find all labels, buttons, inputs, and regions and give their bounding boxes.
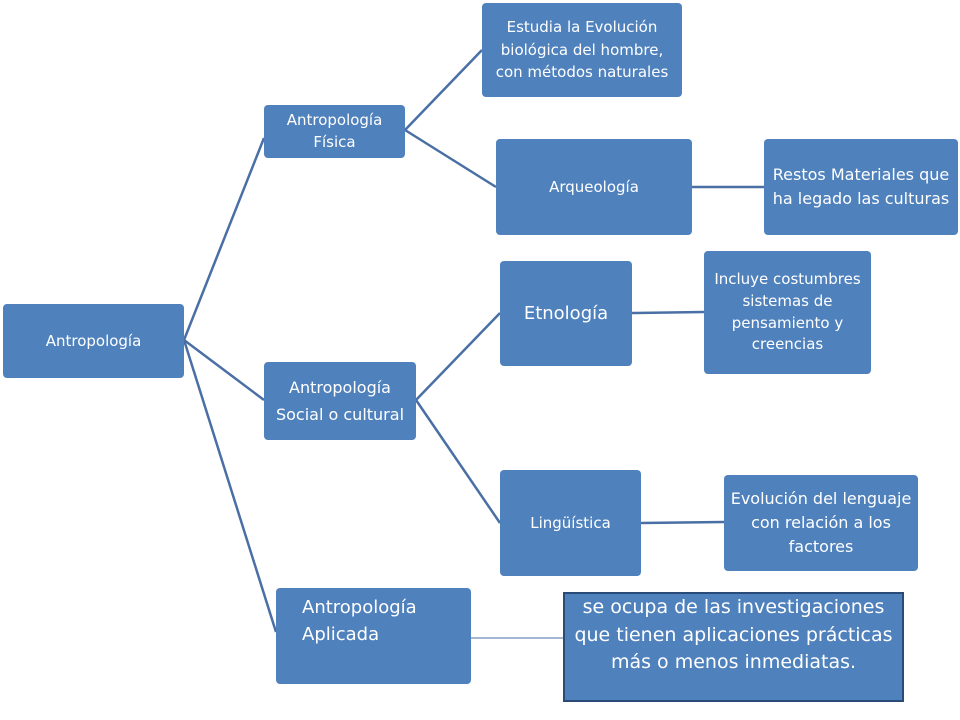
node-antropologia-aplicada-line2: Aplicada bbox=[302, 624, 380, 645]
connector-social-linguistica bbox=[414, 399, 502, 524]
node-arqueologia-description: Restos Materiales que ha legado las cult… bbox=[764, 139, 958, 235]
node-fisica-description-text: Estudia la Evolución biológica del hombr… bbox=[495, 18, 669, 82]
node-antropologia-social-line1: Antropología bbox=[289, 377, 391, 397]
node-fisica-description: Estudia la Evolución biológica del hombr… bbox=[482, 3, 682, 97]
node-linguistica-label: Lingüística bbox=[530, 513, 611, 532]
node-aplicada-description: se ocupa de las investigaciones que tien… bbox=[563, 592, 904, 702]
node-antropologia: Antropología bbox=[3, 304, 184, 378]
node-arqueologia-label: Arqueología bbox=[549, 177, 639, 196]
node-antropologia-social: Antropología Social o cultural bbox=[264, 362, 416, 440]
node-antropologia-fisica: Antropología Física bbox=[264, 105, 405, 158]
node-etnologia-description: Incluye costumbres sistemas de pensamien… bbox=[704, 251, 871, 374]
node-antropologia-fisica-label: Antropología Física bbox=[286, 110, 383, 151]
node-arqueologia: Arqueología bbox=[496, 139, 692, 235]
node-antropologia-aplicada: Antropología Aplicada bbox=[276, 588, 471, 684]
node-aplicada-description-text: se ocupa de las investigaciones que tien… bbox=[574, 596, 893, 674]
connector-social-etnologia bbox=[415, 312, 501, 401]
connector-root-social bbox=[183, 339, 265, 401]
node-arqueologia-description-text: Restos Materiales que ha legado las cult… bbox=[772, 165, 950, 208]
connector-root-fisica bbox=[182, 137, 266, 341]
connector-fisica-desc bbox=[404, 49, 483, 131]
connector-fisica-arqueologia bbox=[404, 128, 497, 189]
node-antropologia-social-line2: Social o cultural bbox=[275, 404, 405, 424]
node-linguistica: Lingüística bbox=[500, 470, 641, 576]
node-etnologia: Etnología bbox=[500, 261, 632, 366]
node-antropologia-label: Antropología bbox=[45, 331, 142, 350]
node-etnologia-description-text: Incluye costumbres sistemas de pensamien… bbox=[714, 270, 861, 354]
node-linguistica-description: Evolución del lenguaje con relación a lo… bbox=[724, 475, 918, 571]
connector-etnologia-desc bbox=[631, 310, 705, 315]
connector-linguistica-desc bbox=[640, 520, 725, 525]
connector-root-aplicada bbox=[182, 339, 278, 633]
node-etnologia-label: Etnología bbox=[523, 303, 609, 324]
node-linguistica-description-text: Evolución del lenguaje con relación a lo… bbox=[730, 489, 912, 556]
node-antropologia-aplicada-line1: Antropología bbox=[302, 597, 417, 618]
